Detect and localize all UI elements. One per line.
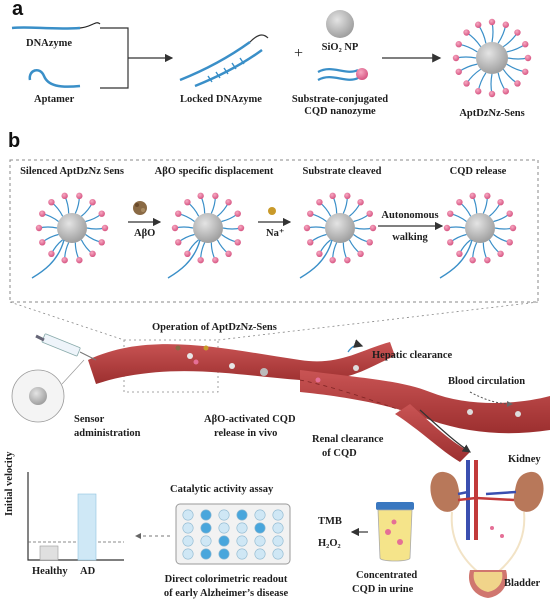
aptdznz-step-2-icon bbox=[167, 192, 245, 279]
operation-label: Operation of AptDzNz-Sens bbox=[152, 322, 277, 333]
sensor-label-line2: administration bbox=[74, 428, 141, 439]
locked-dnazyme-icon bbox=[179, 34, 269, 88]
sio2-label: SiO₂ NP bbox=[321, 42, 359, 53]
aptdznz-sens-label: AptDzNz-Sens bbox=[459, 108, 525, 119]
chart-ylabel: Initial velocity bbox=[4, 451, 15, 516]
step-2-label: AβO specific displacement bbox=[154, 166, 274, 177]
walking-label: walking bbox=[392, 232, 428, 243]
well-plate-icon bbox=[175, 503, 291, 565]
urine-label-line2: CQD in urine bbox=[352, 584, 414, 595]
locked-dnazyme-label: Locked DNAzyme bbox=[180, 94, 262, 105]
substrate-label-line1: Substrate-conjugated bbox=[291, 94, 389, 105]
dnazyme-strand bbox=[11, 22, 101, 30]
substrate-label-line2: CQD nanozyme bbox=[304, 106, 376, 117]
hepatic-clearance-label: Hepatic clearance bbox=[372, 350, 453, 361]
sio2-nanoparticle-icon bbox=[326, 10, 354, 38]
sensor-label-line1: Sensor bbox=[74, 414, 105, 425]
panel-a-letter: a bbox=[12, 0, 24, 20]
aptamer-label: Aptamer bbox=[34, 94, 75, 105]
step-3-label: Substrate cleaved bbox=[302, 166, 382, 177]
sodium-ion-icon bbox=[268, 207, 276, 215]
mechanism-inset-frame bbox=[9, 159, 539, 303]
bladder-label: Bladder bbox=[504, 578, 541, 589]
readout-label-line2: of early Alzheimer’s disease bbox=[163, 588, 289, 599]
urine-cup-icon bbox=[376, 502, 414, 562]
urine-label-line1: Concentrated bbox=[356, 570, 418, 581]
abo-release-label-line1: AβO-activated CQD bbox=[204, 414, 296, 425]
aptdznz-step-1-icon bbox=[31, 192, 109, 279]
merge-bracket bbox=[100, 27, 172, 89]
h2o2-label: H₂O₂ bbox=[318, 538, 341, 549]
sensor-zoom-bubble bbox=[11, 359, 85, 423]
bladder-icon bbox=[468, 570, 508, 598]
dnazyme-label: DNAzyme bbox=[26, 38, 73, 49]
tmb-label: TMB bbox=[318, 516, 342, 527]
velocity-chart bbox=[27, 472, 124, 561]
sodium-label: Na⁺ bbox=[266, 228, 285, 239]
syringe-icon bbox=[35, 333, 97, 361]
renal-label-line1: Renal clearance bbox=[312, 434, 384, 445]
cqd-substrate-icon bbox=[317, 68, 368, 81]
kidney-label: Kidney bbox=[508, 454, 541, 465]
chart-category-healthy: Healthy bbox=[32, 566, 68, 577]
aptdznz-step-4-icon bbox=[439, 192, 517, 279]
hepatic-arrow bbox=[347, 339, 364, 353]
bar-healthy bbox=[39, 545, 59, 561]
assay-label: Catalytic activity assay bbox=[170, 484, 274, 495]
panel-b-letter: b bbox=[8, 130, 21, 152]
renal-label-line2: of CQD bbox=[322, 448, 357, 459]
bar-ad bbox=[77, 493, 97, 561]
aptdznz-sens-icon bbox=[452, 18, 532, 98]
aptdznz-step-3-icon bbox=[299, 192, 377, 279]
blood-circulation-label: Blood circulation bbox=[448, 376, 526, 387]
ureter-lines bbox=[450, 511, 526, 573]
autonomous-label: Autonomous bbox=[381, 210, 439, 221]
blood-circulation-arrow bbox=[469, 391, 513, 407]
inset-zoom-lines bbox=[9, 301, 539, 341]
abo-aggregate-icon bbox=[133, 201, 147, 215]
kidney-icon bbox=[430, 460, 544, 540]
step-4-label: CQD release bbox=[449, 166, 507, 177]
renal-flow-arrow bbox=[419, 409, 471, 453]
blood-vessel bbox=[88, 342, 550, 462]
aptamer-strand bbox=[28, 68, 81, 88]
step-1-label: Silenced AptDzNz Sens bbox=[20, 166, 124, 177]
abo-release-label-line2: release in vivo bbox=[214, 428, 278, 439]
abo-label: AβO bbox=[134, 228, 156, 239]
readout-label-line1: Direct colorimetric readout bbox=[164, 574, 288, 585]
chart-category-ad: AD bbox=[80, 566, 96, 577]
plus-sign: + bbox=[294, 45, 304, 62]
